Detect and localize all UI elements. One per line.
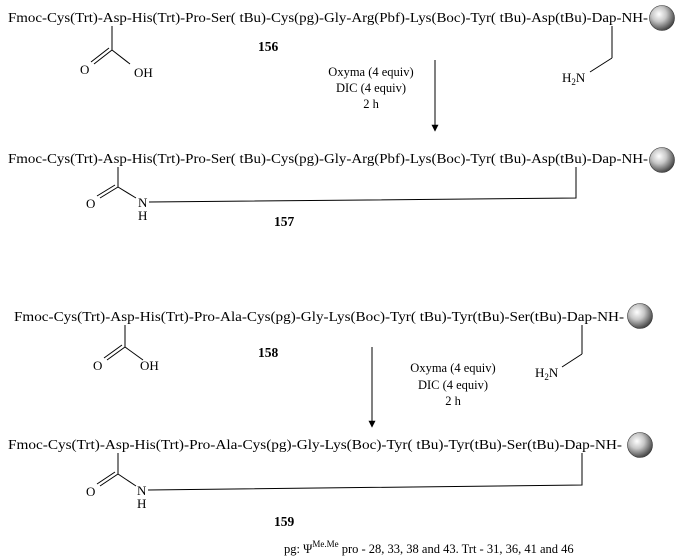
bond [111, 49, 131, 65]
compound-159-structure: Fmoc-Cys(Trt)-Asp-His(Trt)-Pro-Ala-Cys(p… [8, 432, 653, 529]
peptide-sequence-159: Fmoc-Cys(Trt)-Asp-His(Trt)-Pro-Ala-Cys(p… [8, 437, 622, 452]
bond [561, 353, 583, 368]
double-bond [90, 47, 110, 63]
reaction-conditions-1: Oxyma (4 equiv) DIC (4 equiv) 2 h [328, 65, 413, 111]
peptide-sequence-158: Fmoc-Cys(Trt)-Asp-His(Trt)-Pro-Ala-Cys(p… [14, 309, 624, 324]
reagent-dic: DIC (4 equiv) [336, 81, 406, 95]
footnote: pg: ΨMe.Me pro - 28, 33, 38 and 43. Trt … [284, 539, 574, 556]
reagent-oxyma: Oxyma (4 equiv) [410, 361, 495, 375]
double-bond [103, 344, 123, 359]
resin-bead-icon [627, 303, 653, 329]
bond [589, 57, 613, 73]
macrocycle-bond [148, 167, 577, 203]
oxygen-label: O [86, 484, 95, 499]
double-bond [99, 473, 119, 487]
peptide-sequence-157: Fmoc-Cys(Trt)-Asp-His(Trt)-Pro-Ser( tBu)… [8, 151, 648, 166]
peptide-sequence-156: Fmoc-Cys(Trt)-Asp-His(Trt)-Pro-Ser( tBu)… [8, 10, 648, 25]
double-bond [96, 184, 116, 197]
compound-156-structure: Fmoc-Cys(Trt)-Asp-His(Trt)-Pro-Ser( tBu)… [8, 5, 675, 87]
double-bond [99, 186, 119, 199]
bond [117, 473, 137, 487]
hydrogen-label: H [137, 496, 146, 511]
compound-number-157: 157 [274, 214, 295, 229]
nitrogen-label: N [138, 195, 148, 210]
hydrogen-label: H [138, 208, 147, 223]
compound-157-structure: Fmoc-Cys(Trt)-Asp-His(Trt)-Pro-Ser( tBu)… [8, 147, 675, 229]
double-bond [96, 471, 116, 485]
reaction-time: 2 h [445, 394, 461, 408]
amine-label: H2N [562, 70, 586, 87]
resin-bead-icon [649, 147, 675, 173]
macrocycle-bond [147, 453, 583, 491]
compound-number-159: 159 [274, 514, 295, 529]
double-bond [106, 346, 126, 361]
reagent-dic: DIC (4 equiv) [418, 378, 488, 392]
hydroxyl-label: OH [134, 65, 153, 80]
reaction-time: 2 h [363, 97, 379, 111]
oxygen-label: O [93, 358, 102, 373]
compound-number-158: 158 [258, 345, 279, 360]
amine-label: H2N [535, 365, 559, 382]
bond [117, 186, 137, 199]
compound-158-structure: Fmoc-Cys(Trt)-Asp-His(Trt)-Pro-Ala-Cys(p… [14, 303, 653, 382]
resin-bead-icon [627, 432, 653, 458]
reagent-oxyma: Oxyma (4 equiv) [328, 65, 413, 79]
hydroxyl-label: OH [140, 358, 159, 373]
compound-number-156: 156 [258, 39, 279, 54]
resin-bead-icon [649, 5, 675, 31]
oxygen-label: O [86, 196, 95, 211]
double-bond [93, 49, 113, 65]
reaction-conditions-2: Oxyma (4 equiv) DIC (4 equiv) 2 h [410, 361, 495, 408]
oxygen-label: O [80, 62, 89, 77]
nitrogen-label: N [137, 483, 147, 498]
bond [124, 346, 144, 361]
